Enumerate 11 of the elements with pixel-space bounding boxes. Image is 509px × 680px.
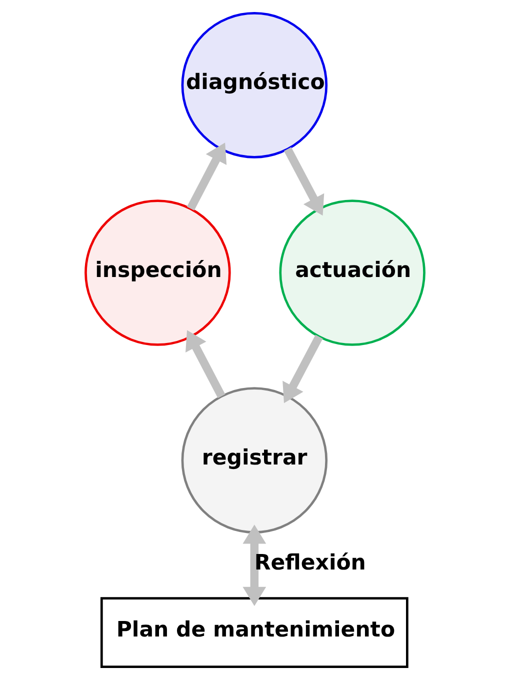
arrow	[242, 524, 266, 606]
arrow	[185, 330, 225, 398]
arrow	[186, 142, 226, 211]
node-circle: inspección	[84, 200, 230, 346]
node-box: Plan de mantenimiento	[100, 597, 408, 668]
arrow	[282, 334, 322, 404]
edge-label: Reflexión	[254, 550, 366, 576]
node-circle: diagnóstico	[180, 12, 328, 158]
node-circle: registrar	[180, 387, 328, 534]
arrow	[283, 147, 324, 216]
node-circle: actuación	[278, 200, 425, 346]
